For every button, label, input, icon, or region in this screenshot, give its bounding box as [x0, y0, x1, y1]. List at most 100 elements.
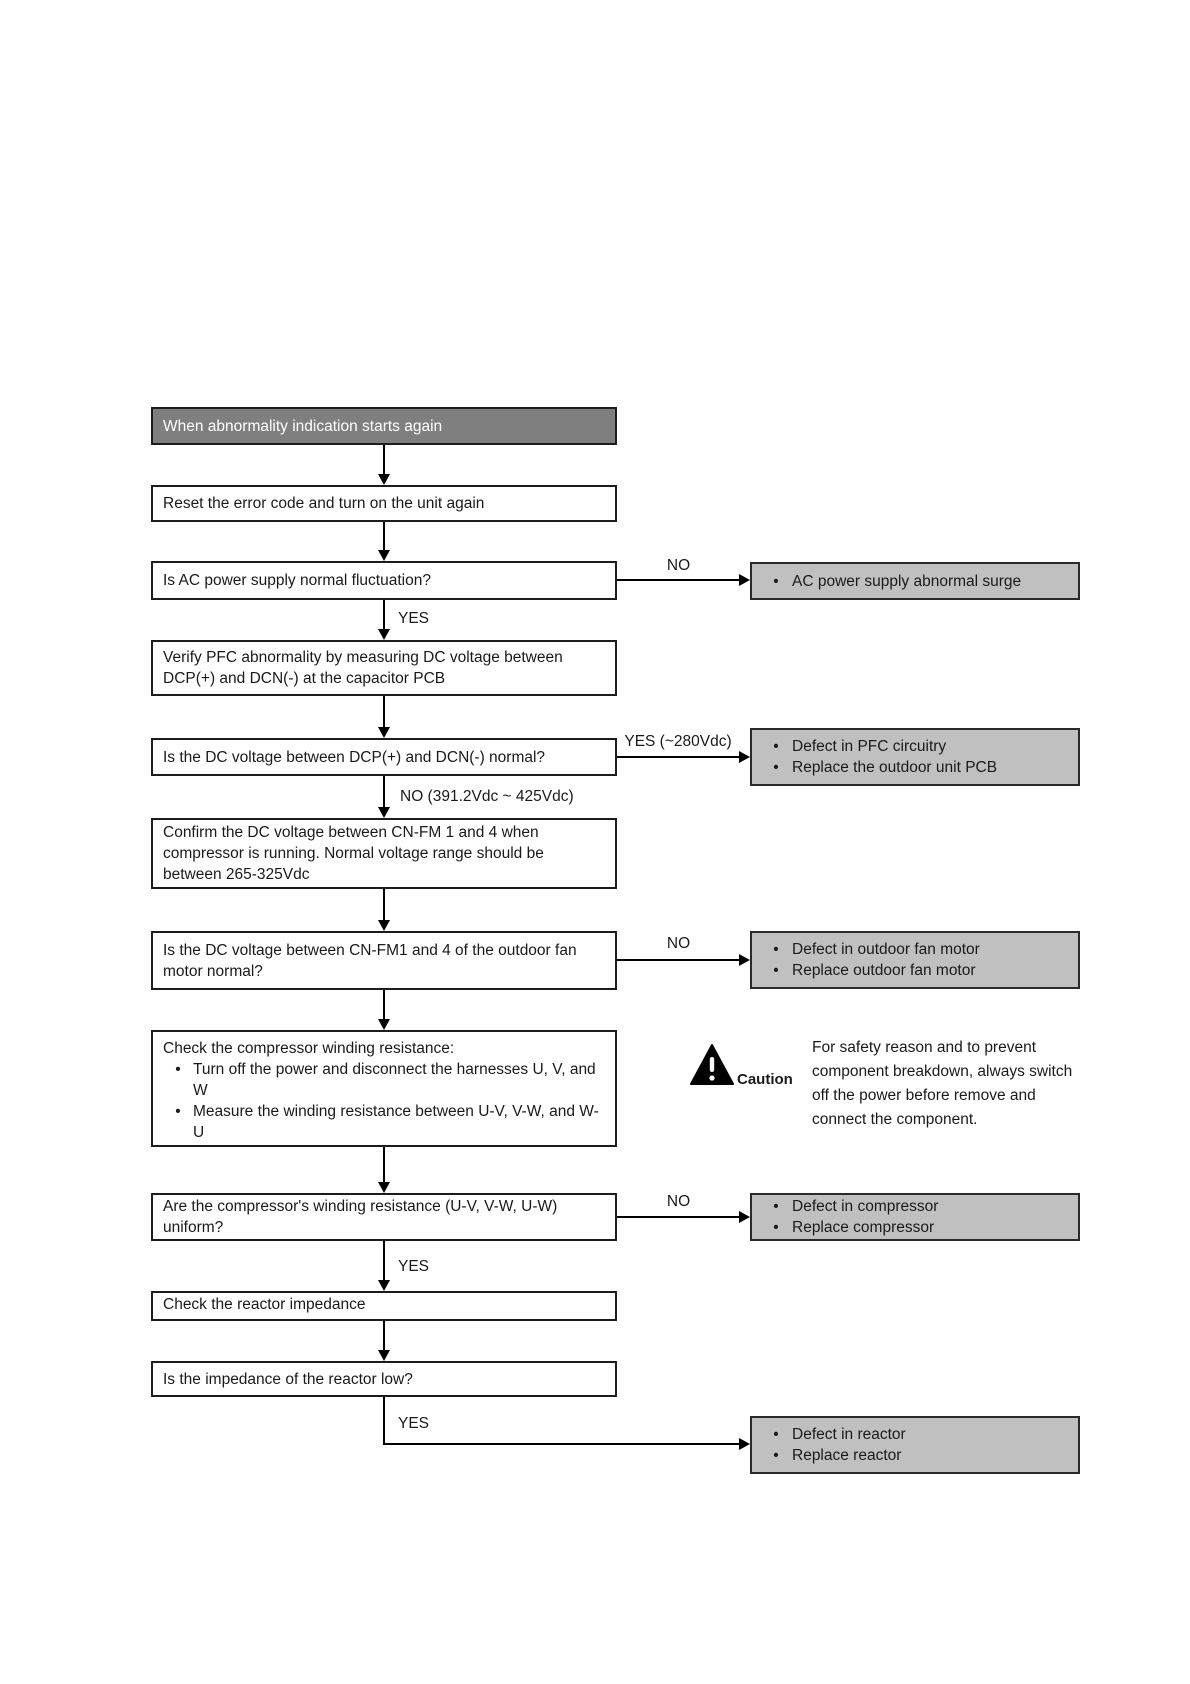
list-item: Defect in reactor [760, 1424, 1070, 1445]
result-text: Replace outdoor fan motor [792, 962, 976, 979]
list-item: Defect in compressor [760, 1196, 1070, 1217]
dc-voltage-question-node: Is the DC voltage between DCP(+) and DCN… [151, 738, 617, 776]
connector-line [383, 1397, 385, 1445]
check-winding-step: Measure the winding resistance between U… [193, 1103, 599, 1141]
check-reactor-label: Check the reactor impedance [163, 1295, 366, 1313]
result-text: Replace reactor [792, 1447, 902, 1464]
list-item: Measure the winding resistance between U… [163, 1101, 605, 1143]
fan-defect-result-node: Defect in outdoor fan motor Replace outd… [750, 931, 1080, 989]
pfc-defect-result-node: Defect in PFC circuitry Replace the outd… [750, 728, 1080, 786]
start-node-label: When abnormality indication starts again [163, 417, 443, 435]
fan-voltage-question-label: Is the DC voltage between CN-FM1 and 4 o… [163, 941, 577, 980]
arrow-down-icon [378, 920, 390, 931]
list-item: Defect in outdoor fan motor [760, 939, 1070, 960]
winding-uniform-question-node: Are the compressor's winding resistance … [151, 1193, 617, 1241]
reactor-impedance-question-label: Is the impedance of the reactor low? [163, 1371, 413, 1388]
arrow-down-icon [378, 629, 390, 640]
connector-line [383, 1147, 385, 1183]
check-winding-title: Check the compressor winding resistance: [163, 1040, 455, 1057]
result-text: Defect in outdoor fan motor [792, 941, 980, 958]
connector-line [383, 990, 385, 1020]
connector-line [617, 579, 740, 581]
list-item: Turn off the power and disconnect the ha… [163, 1059, 605, 1101]
connector-line [617, 756, 740, 758]
bullet-icon [760, 1445, 792, 1466]
caution-label: Caution [737, 1071, 793, 1088]
result-text: Replace compressor [792, 1219, 935, 1236]
check-winding-step: Turn off the power and disconnect the ha… [193, 1061, 596, 1099]
connector-line [383, 600, 385, 630]
ac-surge-result-node: AC power supply abnormal surge [750, 562, 1080, 600]
result-text: Defect in reactor [792, 1426, 906, 1443]
warning-triangle-icon [690, 1044, 734, 1092]
bullet-icon [760, 960, 792, 981]
list-item: Defect in PFC circuitry [760, 736, 1070, 757]
confirm-fm-voltage-node: Confirm the DC voltage between CN-FM 1 a… [151, 818, 617, 889]
edge-label-no: NO [666, 557, 691, 574]
bullet-icon [760, 757, 792, 778]
ac-supply-question-label: Is AC power supply normal fluctuation? [163, 572, 431, 589]
bullet-icon [760, 1217, 792, 1238]
connector-line [617, 959, 740, 961]
arrow-down-icon [378, 550, 390, 561]
arrow-down-icon [378, 474, 390, 485]
list-item: Replace reactor [760, 1445, 1070, 1466]
bullet-icon [760, 571, 792, 592]
check-winding-node: Check the compressor winding resistance:… [151, 1030, 617, 1147]
result-text: Replace the outdoor unit PCB [792, 759, 998, 776]
reactor-defect-result-node: Defect in reactor Replace reactor [750, 1416, 1080, 1474]
bullet-icon [760, 736, 792, 757]
confirm-fm-voltage-label: Confirm the DC voltage between CN-FM 1 a… [163, 824, 544, 883]
reactor-impedance-question-node: Is the impedance of the reactor low? [151, 1361, 617, 1397]
arrow-down-icon [378, 1019, 390, 1030]
connector-line [383, 1241, 385, 1281]
arrow-down-icon [378, 1280, 390, 1291]
fan-voltage-question-node: Is the DC voltage between CN-FM1 and 4 o… [151, 931, 617, 990]
arrow-right-icon [739, 574, 750, 586]
winding-uniform-question-label: Are the compressor's winding resistance … [163, 1198, 558, 1236]
check-reactor-node: Check the reactor impedance [151, 1291, 617, 1321]
edge-label-no-391vdc: NO (391.2Vdc ~ 425Vdc) [400, 788, 574, 805]
edge-label-yes: YES [398, 610, 430, 627]
list-item: Replace outdoor fan motor [760, 960, 1070, 981]
edge-label-no: NO [666, 1193, 691, 1210]
arrow-down-icon [378, 807, 390, 818]
dc-voltage-question-label: Is the DC voltage between DCP(+) and DCN… [163, 748, 546, 766]
connector-line [383, 1321, 385, 1351]
list-item: Replace compressor [760, 1217, 1070, 1238]
arrow-right-icon [739, 751, 750, 763]
arrow-right-icon [739, 1438, 750, 1450]
edge-label-no: NO [666, 935, 691, 952]
edge-label-yes: YES [398, 1258, 430, 1275]
connector-line [383, 696, 385, 728]
connector-line [383, 445, 385, 475]
connector-line [383, 776, 385, 808]
result-text: Defect in PFC circuitry [792, 738, 947, 755]
reset-error-node: Reset the error code and turn on the uni… [151, 485, 617, 522]
bullet-icon [163, 1059, 193, 1080]
reset-error-label: Reset the error code and turn on the uni… [163, 495, 485, 512]
arrow-right-icon [739, 954, 750, 966]
caution-text: For safety reason and to prevent compone… [812, 1039, 1073, 1128]
connector-line [383, 1443, 740, 1445]
arrow-down-icon [378, 1182, 390, 1193]
verify-pfc-label: Verify PFC abnormality by measuring DC v… [163, 649, 563, 687]
arrow-down-icon [378, 1350, 390, 1361]
list-item: Replace the outdoor unit PCB [760, 757, 1070, 778]
list-item: AC power supply abnormal surge [760, 571, 1070, 592]
edge-label-yes-280vdc: YES (~280Vdc) [624, 733, 732, 750]
verify-pfc-node: Verify PFC abnormality by measuring DC v… [151, 640, 617, 696]
bullet-icon [163, 1101, 193, 1122]
compressor-defect-result-node: Defect in compressor Replace compressor [750, 1193, 1080, 1241]
bullet-icon [760, 1424, 792, 1445]
connector-line [383, 889, 385, 921]
result-text: AC power supply abnormal surge [792, 572, 1022, 590]
connector-line [383, 522, 385, 551]
start-node: When abnormality indication starts again [151, 407, 617, 445]
result-text: Defect in compressor [792, 1198, 939, 1215]
ac-supply-question-node: Is AC power supply normal fluctuation? [151, 561, 617, 600]
bullet-icon [760, 939, 792, 960]
bullet-icon [760, 1196, 792, 1217]
connector-line [617, 1216, 740, 1218]
